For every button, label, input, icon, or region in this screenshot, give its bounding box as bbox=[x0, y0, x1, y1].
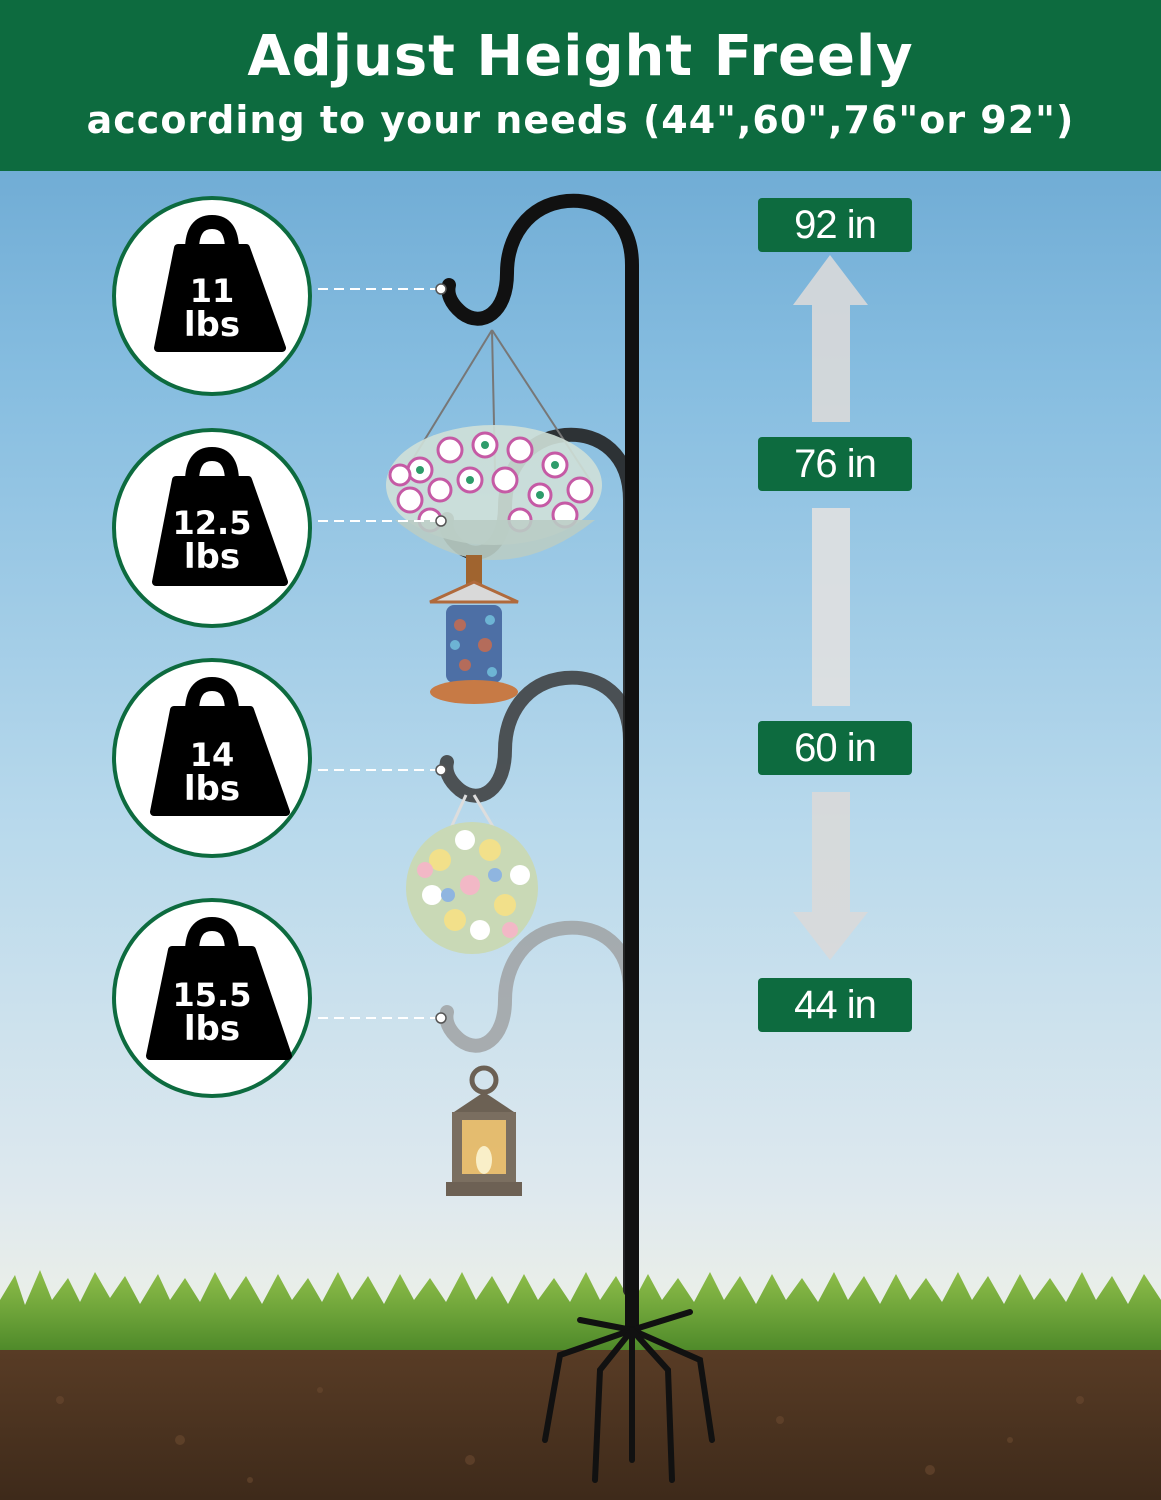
weight-icon bbox=[154, 214, 286, 352]
flower-ball-icon bbox=[406, 794, 538, 954]
weight-unit: lbs bbox=[183, 305, 241, 345]
shepherd-hook-icon bbox=[439, 670, 637, 1297]
banner-title: Adjust Height Freely bbox=[247, 24, 914, 89]
banner-subtitle: according to your needs (44",60",76"or 9… bbox=[86, 98, 1075, 142]
header-banner: Adjust Height Freely according to your n… bbox=[0, 0, 1161, 171]
arrow-down-icon bbox=[793, 792, 868, 960]
weight-icon bbox=[146, 916, 292, 1060]
weight-capacity-badge: 11 lbs bbox=[112, 196, 312, 396]
ground-stake-icon bbox=[542, 1309, 715, 1483]
weight-value: 15.5 bbox=[172, 976, 252, 1014]
weight-value: 14 bbox=[189, 736, 235, 774]
height-range-bar bbox=[812, 508, 850, 706]
weight-capacity-badge: 15.5 lbs bbox=[112, 898, 312, 1098]
shepherd-hook-icon bbox=[439, 920, 637, 1297]
height-label-92: 92 in bbox=[758, 198, 912, 252]
ground-soil bbox=[0, 1270, 1161, 1500]
height-label-76: 76 in bbox=[758, 437, 912, 491]
weight-icon bbox=[150, 676, 290, 816]
bird-feeder-icon bbox=[429, 555, 519, 704]
weight-unit: lbs bbox=[183, 1009, 241, 1049]
weight-icon bbox=[152, 446, 288, 586]
lantern-icon bbox=[446, 1065, 522, 1196]
weight-value: 12.5 bbox=[172, 504, 252, 542]
height-label-44: 44 in bbox=[758, 978, 912, 1032]
height-label-60: 60 in bbox=[758, 721, 912, 775]
weight-capacity-badge: 12.5 lbs bbox=[112, 428, 312, 628]
weight-unit: lbs bbox=[183, 769, 241, 809]
arrow-up-icon bbox=[793, 255, 868, 422]
shepherd-hook-icon bbox=[441, 193, 639, 1337]
weight-value: 11 bbox=[189, 272, 235, 310]
weight-unit: lbs bbox=[183, 537, 241, 577]
hanging-basket-icon bbox=[386, 329, 602, 560]
weight-capacity-badge: 14 lbs bbox=[112, 658, 312, 858]
